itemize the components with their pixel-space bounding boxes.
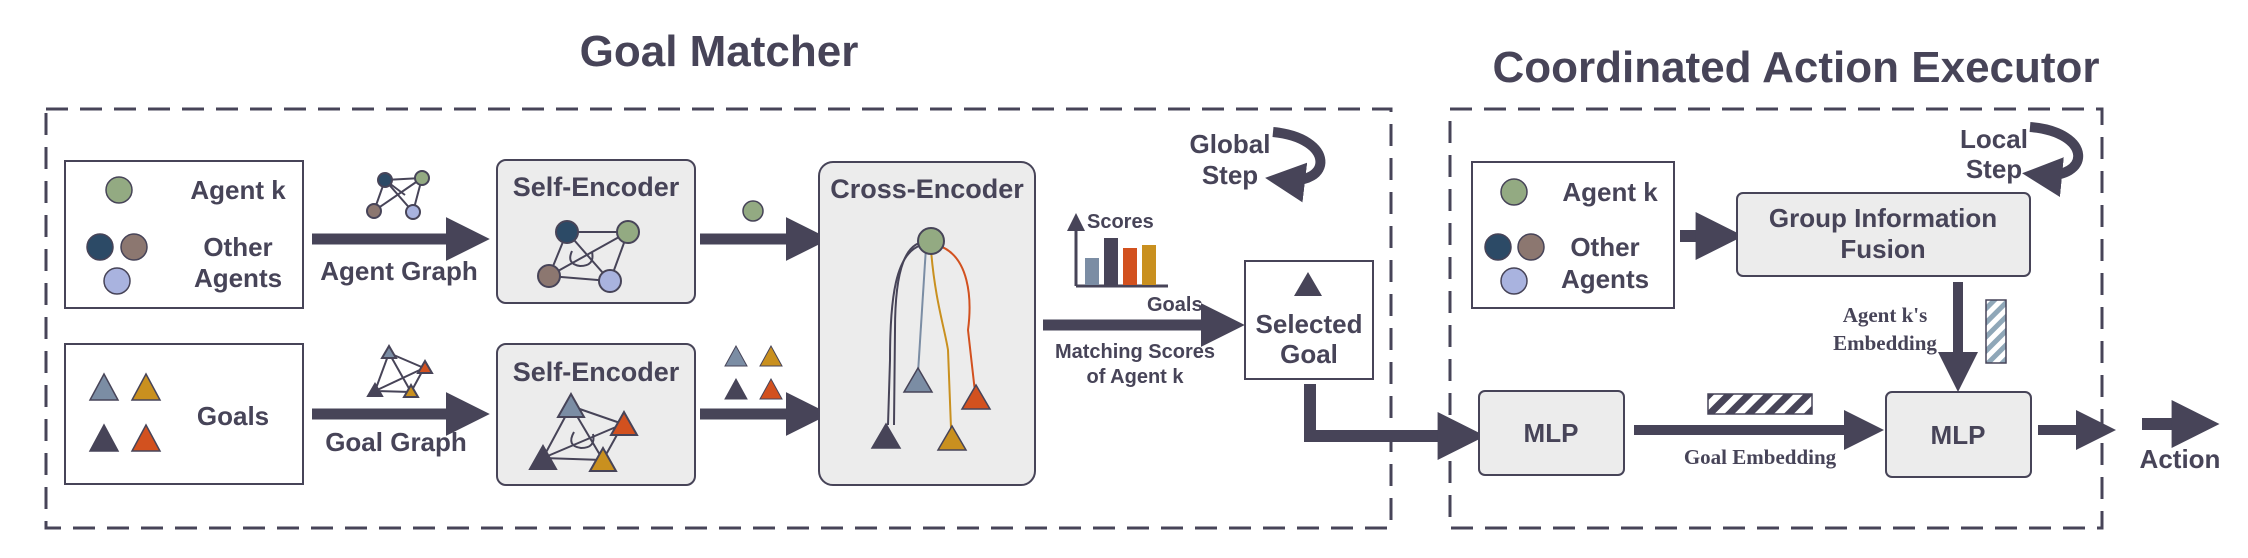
goal-graph-label: Goal Graph	[325, 427, 467, 457]
cross-agent-node-icon	[917, 227, 945, 255]
other-agents-label-line1: Other	[203, 232, 272, 262]
selected-goal-icon	[1294, 272, 1322, 296]
other-agent-node-icon	[103, 267, 131, 295]
goal-matcher-frame	[44, 107, 1393, 530]
loop-arrow-icon	[2022, 122, 2084, 197]
mlp-right: MLP	[1885, 391, 2032, 478]
cross-encoder: Cross-Encoder	[818, 161, 1036, 486]
agent-embedding-vector-icon	[1985, 299, 2007, 364]
matching-scores-label-line2: of Agent k	[1086, 366, 1184, 388]
goals-axis-label: Goals	[1147, 294, 1203, 316]
executor-title: Coordinated Action Executor	[1492, 43, 2099, 92]
self-encoder-bottom-label: Self-Encoder	[513, 357, 680, 387]
local-step-label-line1: Local	[1960, 124, 2028, 154]
other-agent-node-icon	[86, 233, 114, 261]
agent-k-node-icon	[1500, 178, 1528, 206]
cross-goal-icon	[936, 424, 968, 451]
scores-bar-chart-icon: Scores Goals	[1067, 211, 1203, 316]
global-step-indicator: Global Step	[1190, 127, 1326, 203]
selected-goal-label-line1: Selected	[1256, 309, 1363, 339]
local-step-label-line2: Step	[1966, 154, 2022, 184]
global-step-label-line2: Step	[1202, 160, 1258, 190]
agent-embedding-node-icon	[742, 200, 764, 222]
cross-goal-icon	[870, 422, 902, 449]
cross-goal-icon	[902, 366, 934, 393]
goals-label: Goals	[197, 401, 269, 431]
fusion-label-line2: Fusion	[1840, 234, 1925, 264]
mlp-left-label: MLP	[1524, 418, 1579, 448]
other-agent-node-icon	[1484, 233, 1512, 261]
self-encoder-top: Self-Encoder	[496, 159, 696, 304]
goal-graph-icon	[366, 344, 434, 398]
self-encoder-bottom: Self-Encoder	[496, 343, 696, 486]
cross-goal-icon	[960, 383, 992, 410]
other-agent-node-icon	[1500, 267, 1528, 295]
agent-input-box: Agent k Other Agents	[64, 160, 304, 309]
agent-embedding-label-line2: Embedding	[1833, 331, 1937, 355]
agent-graph-label: Agent Graph	[320, 256, 477, 286]
executor-agent-k-label: Agent k	[1562, 177, 1658, 207]
goal-matcher-title: Goal Matcher	[580, 27, 859, 76]
mlp-right-label: MLP	[1931, 420, 1986, 450]
matching-scores-label-line1: Matching Scores	[1055, 341, 1215, 363]
self-encoder-top-label: Self-Encoder	[513, 172, 680, 202]
goal-embedding-vector-icon	[1707, 393, 1813, 415]
action-label: Action	[2140, 444, 2221, 474]
goal-embeddings-icon	[724, 344, 783, 400]
goals-input-box: Goals	[64, 343, 304, 485]
global-step-label-line1: Global	[1190, 129, 1271, 159]
mlp-left: MLP	[1478, 390, 1625, 476]
cross-encoder-label: Cross-Encoder	[830, 174, 1024, 204]
executor-agent-box: Agent k Other Agents	[1471, 161, 1675, 309]
executor-other-agents-line2: Agents	[1561, 264, 1649, 294]
selected-goal-to-mlp-arrow	[1304, 384, 1486, 460]
agent-k-node-icon	[105, 176, 133, 204]
other-agent-node-icon	[120, 233, 148, 261]
loop-arrow-icon	[1265, 127, 1326, 203]
agent-graph-icon	[366, 170, 430, 220]
selected-goal-label-line2: Goal	[1280, 339, 1338, 369]
scores-axis-label: Scores	[1087, 211, 1154, 233]
group-information-fusion: Group Information Fusion	[1736, 192, 2031, 277]
other-agents-label-line2: Agents	[194, 263, 282, 293]
agent-k-label: Agent k	[190, 175, 286, 205]
executor-other-agents-line1: Other	[1570, 232, 1639, 262]
executor-frame	[1448, 107, 2104, 530]
other-agent-node-icon	[1517, 233, 1545, 261]
agent-embedding-label-line1: Agent k's	[1843, 303, 1928, 327]
local-step-indicator: Local Step	[1960, 122, 2084, 197]
fusion-label-line1: Group Information	[1769, 203, 1997, 233]
goal-embedding-label: Goal Embedding	[1684, 445, 1837, 469]
selected-goal-box: Selected Goal	[1244, 260, 1374, 380]
